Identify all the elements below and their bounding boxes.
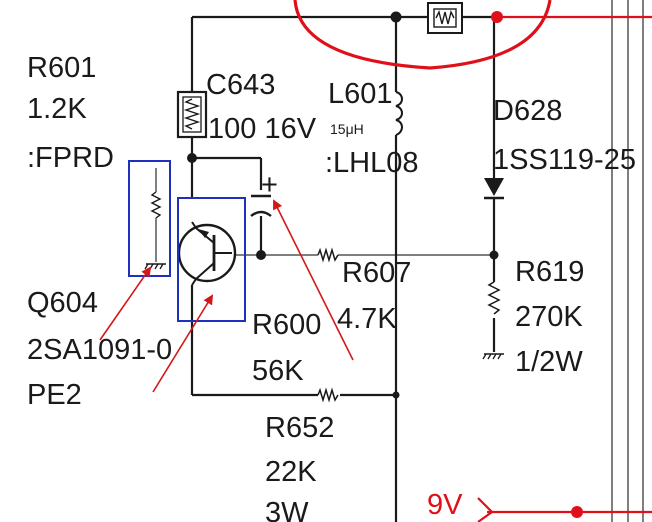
junction-dot	[392, 391, 400, 399]
l601-symbol	[395, 91, 403, 136]
arrow-to-capacitor	[273, 199, 354, 361]
junction-dot	[489, 250, 499, 260]
labels: R601 1.2K :FPRD C643 100 16V L601 15μH :…	[27, 52, 636, 522]
arrow-to-q604	[152, 294, 214, 393]
l601-note-label: :LHL08	[325, 147, 419, 179]
l601-ref-label: L601	[328, 78, 393, 110]
c643-symbol	[176, 90, 208, 139]
electrolytic-capacitor-symbol	[250, 194, 272, 217]
junction-dot	[256, 250, 266, 260]
r601-value-label: 1.2K	[27, 93, 87, 125]
capacitor-plus-label: +	[261, 169, 278, 201]
d628-symbol	[484, 178, 504, 200]
r601-highlight-box	[128, 160, 171, 277]
r652-value-label: 22K	[265, 456, 317, 488]
junction-dot	[187, 153, 197, 163]
c643-value-label: 100 16V	[208, 113, 317, 145]
annotation-arrows	[99, 199, 354, 393]
r619-symbol	[482, 281, 504, 360]
r607-value-label: 4.7K	[337, 303, 397, 335]
wires	[190, 0, 644, 522]
r601-note-label: :FPRD	[27, 142, 114, 174]
highlight-circle	[293, 0, 552, 70]
junction-dot-red	[571, 506, 583, 518]
top-rail-resistor	[427, 2, 463, 34]
r607-symbol	[317, 247, 339, 263]
junction-dot-red	[491, 11, 503, 23]
d628-value-label: 1SS119-25	[493, 144, 636, 176]
r601-symbol	[144, 168, 166, 270]
r607-ref-label: R607	[342, 257, 411, 289]
r652-ref-label: R652	[265, 412, 334, 444]
c643-ref-label: C643	[206, 69, 275, 101]
q604-symbol	[177, 221, 237, 286]
q604-value-label: 2SA1091-0	[27, 334, 172, 366]
r600-ref-label: R600	[252, 309, 321, 341]
r619-note-label: 1/2W	[515, 346, 583, 378]
r600-value-label: 56K	[252, 355, 304, 387]
r619-ref-label: R619	[515, 256, 584, 288]
r652-note-label: 3W	[265, 497, 309, 522]
r652-symbol	[317, 387, 339, 403]
r601-ref-label: R601	[27, 52, 96, 84]
supply-red-arrow	[477, 497, 494, 522]
junction-dot	[390, 11, 402, 23]
arrow-to-r601	[99, 266, 152, 341]
supply-9v-label: 9V	[427, 489, 463, 521]
q604-ref-label: Q604	[27, 287, 98, 319]
q604-note-label: PE2	[27, 379, 82, 411]
r619-value-label: 270K	[515, 301, 583, 333]
d628-ref-label: D628	[493, 95, 562, 127]
l601-value-label: 15μH	[330, 121, 364, 137]
junctions	[187, 11, 583, 518]
red-wires	[293, 0, 652, 522]
q604-highlight-box	[177, 197, 246, 322]
